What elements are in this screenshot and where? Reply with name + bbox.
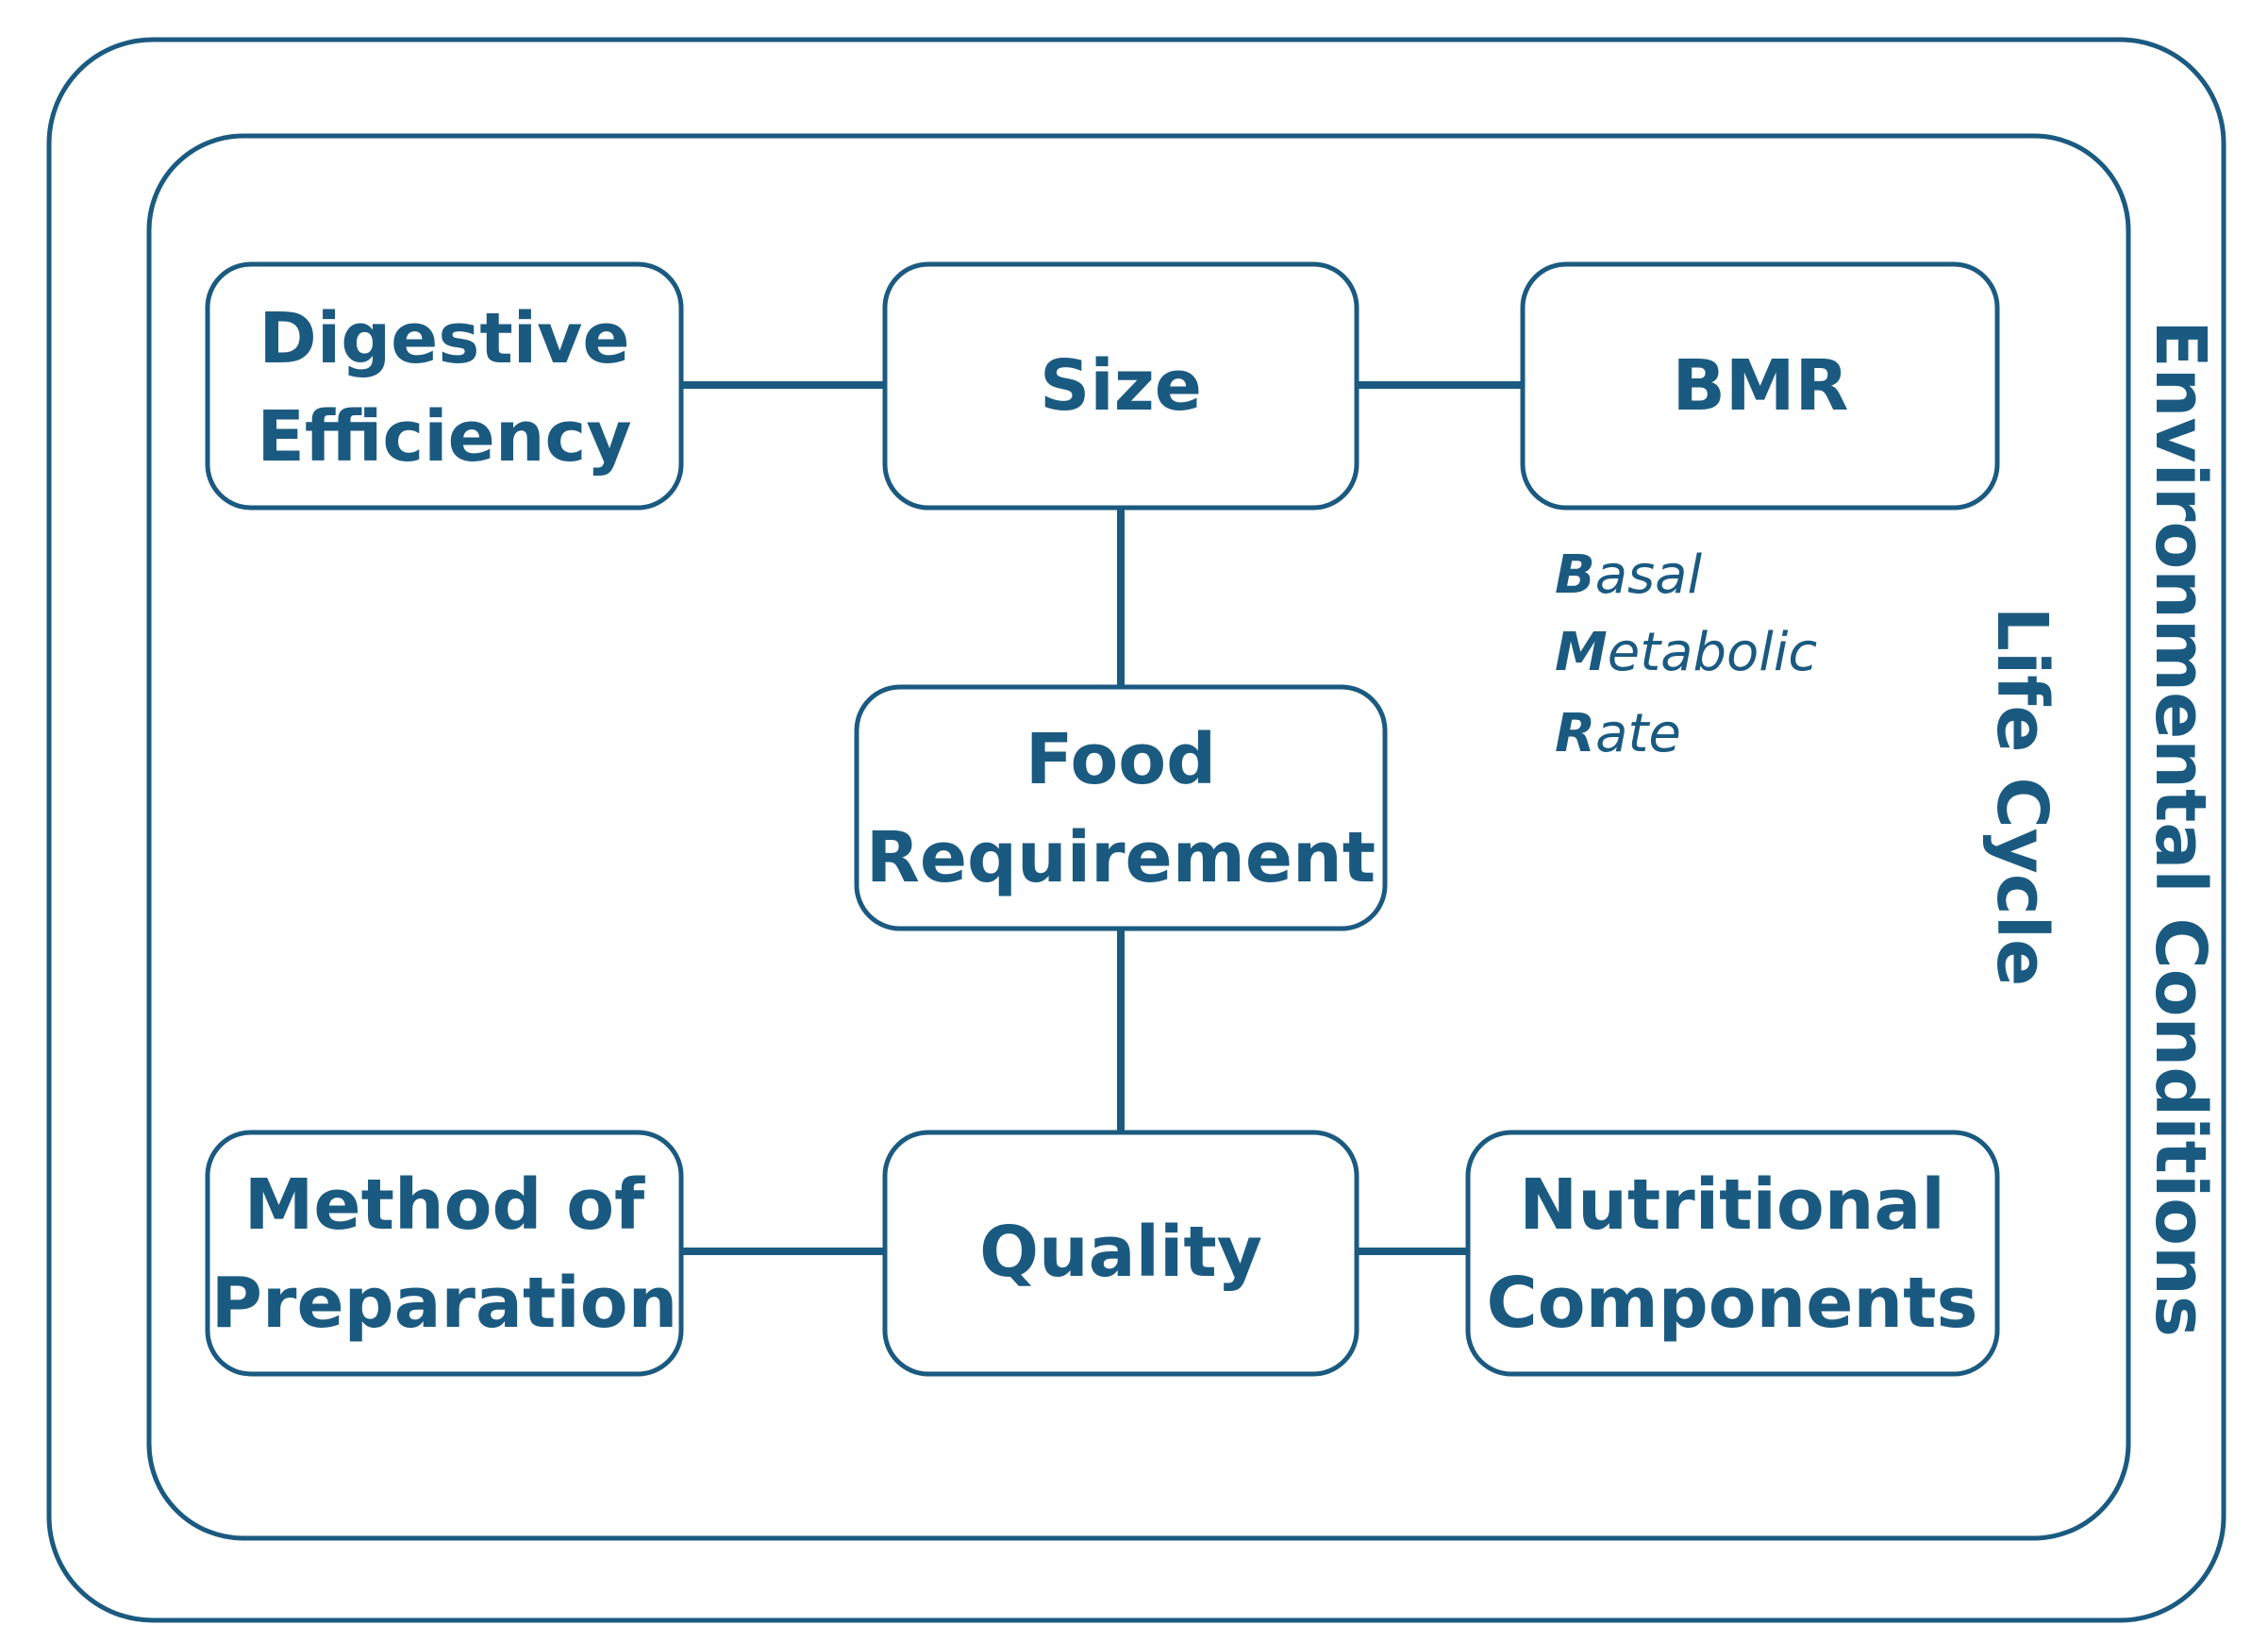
node-box	[854, 684, 1388, 931]
node-label-line: Digestive	[258, 298, 629, 379]
node-label-line: Method of	[244, 1164, 645, 1246]
node-size: Size	[882, 261, 1359, 511]
node-label-line: Size	[1040, 345, 1202, 427]
node-label-line: Quality	[979, 1212, 1262, 1293]
node-label-line: Food	[1026, 719, 1216, 800]
node-box	[882, 1130, 1359, 1377]
life-cycle-frame	[146, 133, 2131, 1541]
connectors	[681, 381, 1523, 1255]
node-box	[205, 1130, 684, 1377]
node-quality: Quality	[882, 1130, 1359, 1377]
node-label-line: Efficiency	[257, 396, 631, 478]
bmr-expansion-line: Rate	[1555, 703, 1681, 764]
node-nutritional-components: Nutritional Components	[1465, 1130, 2000, 1377]
node-label-line: Components	[1486, 1263, 1977, 1344]
node-label-line: BMR	[1672, 345, 1848, 427]
node-box	[1520, 261, 2000, 511]
environmental-conditions-label: Environmental Conditions	[2140, 320, 2221, 1337]
environmental-conditions-frame	[46, 37, 2226, 1623]
node-bmr: BMR	[1520, 261, 2000, 511]
bmr-expansion: Basal Metabolic Rate	[1555, 545, 1817, 764]
node-method-of-preparation: Method of Preparation	[205, 1130, 684, 1377]
node-box	[205, 261, 684, 511]
node-box	[1465, 1130, 2000, 1377]
node-label-line: Nutritional	[1519, 1164, 1944, 1246]
node-label-line: Preparation	[211, 1263, 678, 1344]
life-cycle-label: Life Cycle	[1981, 607, 2062, 987]
bmr-expansion-line: Metabolic	[1555, 622, 1817, 683]
node-food-requirement: Food Requirement	[854, 684, 1388, 931]
node-digestive-efficiency: Digestive Efficiency	[205, 261, 684, 511]
node-box	[882, 261, 1359, 511]
node-label-line: Requirement	[866, 817, 1376, 898]
bmr-expansion-line: Basal	[1555, 545, 1702, 606]
